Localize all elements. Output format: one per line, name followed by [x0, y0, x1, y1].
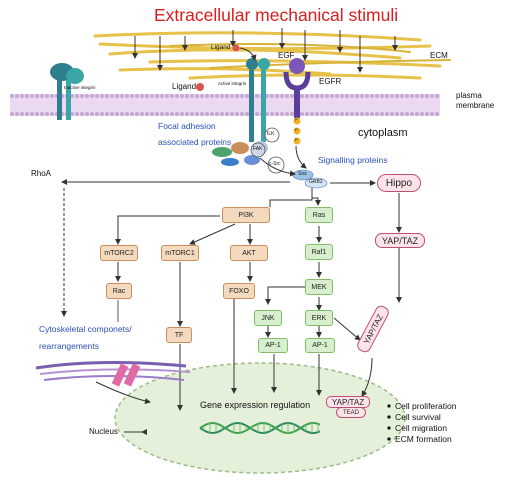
akt-node: AKT — [230, 245, 268, 261]
dna-helix — [199, 421, 321, 435]
phospho-p-3: P — [295, 137, 298, 142]
mtorc2-node: mTORC2 — [100, 245, 138, 261]
outcome-item: ECM formation — [395, 434, 452, 444]
jnk-node: JNK — [254, 310, 282, 326]
ecm-label: ECM — [430, 51, 448, 60]
nucleus-ellipse — [114, 362, 406, 474]
stimuli-arrows — [132, 28, 398, 73]
grb2-label: GRB2 — [309, 179, 323, 185]
inactive-integrin-shape — [50, 63, 84, 120]
mtorc1-node: mTORC1 — [161, 245, 199, 261]
ap1-right-node: AP-1 — [305, 338, 335, 353]
cytoskeletal-label-1: Cytoskeletal componets/ — [39, 324, 132, 334]
ap1-left-node: AP-1 — [258, 338, 288, 353]
yap-taz-node: YAP/TAZ — [375, 233, 425, 248]
fak-circle — [250, 142, 266, 158]
sos-label: Sos — [298, 171, 307, 177]
mek-node: MEK — [305, 279, 333, 295]
hippo-node: Hippo — [377, 174, 421, 192]
ligand-mid-dot — [196, 83, 204, 91]
active-integrin-label: Active integrin — [218, 81, 247, 86]
outcome-bullets — [387, 404, 391, 441]
plasma-membrane-label-2: membrane — [456, 101, 495, 110]
gene-expression-label: Gene expression regulation — [200, 400, 311, 410]
egf-label: EGF — [278, 51, 295, 60]
cytoplasm-label: cytoplasm — [358, 127, 408, 139]
rhoa-label: RhoA — [31, 169, 52, 178]
inactive-integrin-label: Inactive integrin — [64, 85, 96, 90]
csrc-circle — [267, 156, 285, 174]
egfr-label: EGFR — [319, 77, 342, 86]
tead-node: TEAD — [336, 407, 366, 418]
grb2-shape — [304, 177, 328, 189]
plasma-membrane — [10, 94, 440, 116]
plasma-membrane-label-1: plasma — [456, 91, 482, 100]
outcome-item: Cell migration — [395, 423, 447, 433]
tf-node: TF — [166, 327, 192, 343]
ligand-top-dot — [232, 44, 240, 52]
pi3k-node: PI3K — [222, 207, 270, 223]
erk-node: ERK — [305, 310, 333, 326]
cytoskeletal-label-2: rearrangements — [39, 341, 100, 351]
csrc-label: c-Src — [269, 161, 281, 167]
fak-label: FAK — [253, 146, 263, 152]
ligand-mid-label: Ligand — [172, 82, 197, 91]
ras-node: Ras — [305, 207, 333, 223]
ligand-top-label: Ligand — [211, 44, 231, 51]
rac-node: Rac — [106, 283, 132, 299]
active-integrin-shape — [246, 58, 270, 142]
cytoskeleton-filaments — [35, 360, 191, 387]
phospho-p-1: P — [295, 117, 298, 122]
focal-adhesion-label-1: Focal adhesion — [158, 121, 216, 131]
outcome-item: Cell proliferation — [395, 401, 457, 411]
membrane-lipids — [10, 94, 439, 116]
raf1-node: Raf1 — [305, 244, 333, 260]
ecm-fibers — [93, 31, 451, 80]
phospho-p-2: P — [295, 127, 298, 132]
ilk-circle — [264, 127, 280, 143]
foxo-node: FOXO — [223, 283, 255, 299]
outcome-item: Cell survival — [395, 412, 441, 422]
focal-adhesion-label-2: associated proteins — [158, 137, 232, 147]
signalling-proteins-label: Signalling proteins — [318, 155, 388, 165]
pathway-arrows — [61, 47, 402, 435]
nucleus-label: Nucleus — [89, 427, 118, 436]
egfr-receptor — [283, 58, 311, 145]
diagram-title: Extracellular mechanical stimuli — [154, 5, 399, 25]
ilk-label: ILK — [267, 131, 275, 137]
